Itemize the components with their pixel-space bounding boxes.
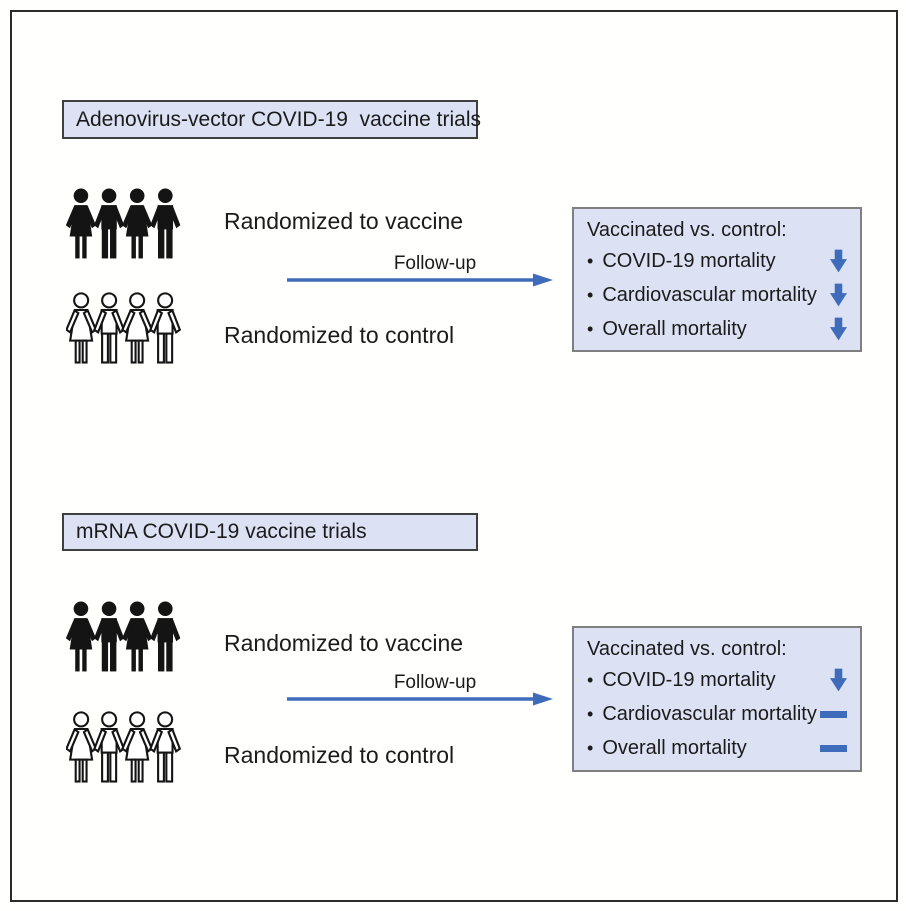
section2-title: mRNA COVID-19 vaccine trials	[76, 520, 367, 543]
result-item: • COVID-19 mortality	[587, 663, 847, 697]
results-heading: Vaccinated vs. control:	[587, 219, 787, 241]
decrease-arrow-icon	[830, 668, 847, 692]
bullet-icon: •	[587, 737, 594, 758]
bullet-icon: •	[587, 318, 594, 339]
result-item-label: Overall mortality	[602, 317, 747, 340]
people-group-control-outline-icon	[66, 292, 181, 364]
result-item-label: Cardiovascular mortality	[602, 702, 817, 725]
results-heading: Vaccinated vs. control:	[587, 638, 787, 660]
decrease-arrow-icon	[830, 317, 847, 341]
result-item-label: COVID-19 mortality	[602, 249, 776, 272]
follow-up-label: Follow-up	[393, 253, 477, 274]
randomized-to-control-label: Randomized to control	[224, 742, 455, 768]
effect-indicator	[830, 317, 847, 341]
randomized-to-vaccine-label: Randomized to vaccine	[224, 630, 464, 656]
result-item-label: Cardiovascular mortality	[602, 283, 817, 306]
follow-up-label: Follow-up	[393, 672, 477, 693]
no-change-dash-icon	[820, 744, 847, 752]
result-item: • COVID-19 mortality	[587, 244, 847, 278]
bullet-icon: •	[587, 250, 594, 271]
section1-results-box: Vaccinated vs. control: • COVID-19 morta…	[572, 207, 862, 352]
effect-indicator	[830, 668, 847, 692]
people-group-vaccine-filled-icon	[66, 601, 181, 672]
bullet-icon: •	[587, 669, 594, 690]
result-item-label: Overall mortality	[602, 736, 747, 759]
randomized-to-vaccine-label: Randomized to vaccine	[224, 208, 464, 234]
section1-title-box: Adenovirus-vector COVID-19 vaccine trial…	[62, 100, 481, 139]
section2-title-box: mRNA COVID-19 vaccine trials	[62, 513, 478, 551]
people-group-vaccine-filled-icon	[66, 188, 181, 259]
effect-indicator	[820, 744, 847, 752]
people-group-control-outline-icon	[66, 711, 181, 783]
follow-up-arrow	[287, 273, 553, 287]
result-item: • Cardiovascular mortality	[587, 278, 847, 312]
outer-frame	[10, 10, 898, 902]
effect-indicator	[830, 283, 847, 307]
result-item: • Cardiovascular mortality	[587, 697, 847, 731]
effect-indicator	[820, 710, 847, 718]
follow-up-arrow	[287, 692, 553, 706]
section2-results-box: Vaccinated vs. control: • COVID-19 morta…	[572, 626, 862, 772]
decrease-arrow-icon	[830, 283, 847, 307]
section1-title: Adenovirus-vector COVID-19 vaccine trial…	[76, 107, 481, 131]
randomized-to-control-label: Randomized to control	[224, 322, 455, 348]
bullet-icon: •	[587, 703, 594, 724]
result-item-label: COVID-19 mortality	[602, 668, 776, 691]
bullet-icon: •	[587, 284, 594, 305]
result-item: • Overall mortality	[587, 731, 847, 765]
effect-indicator	[830, 249, 847, 273]
decrease-arrow-icon	[830, 249, 847, 273]
no-change-dash-icon	[820, 710, 847, 718]
result-item: • Overall mortality	[587, 312, 847, 346]
